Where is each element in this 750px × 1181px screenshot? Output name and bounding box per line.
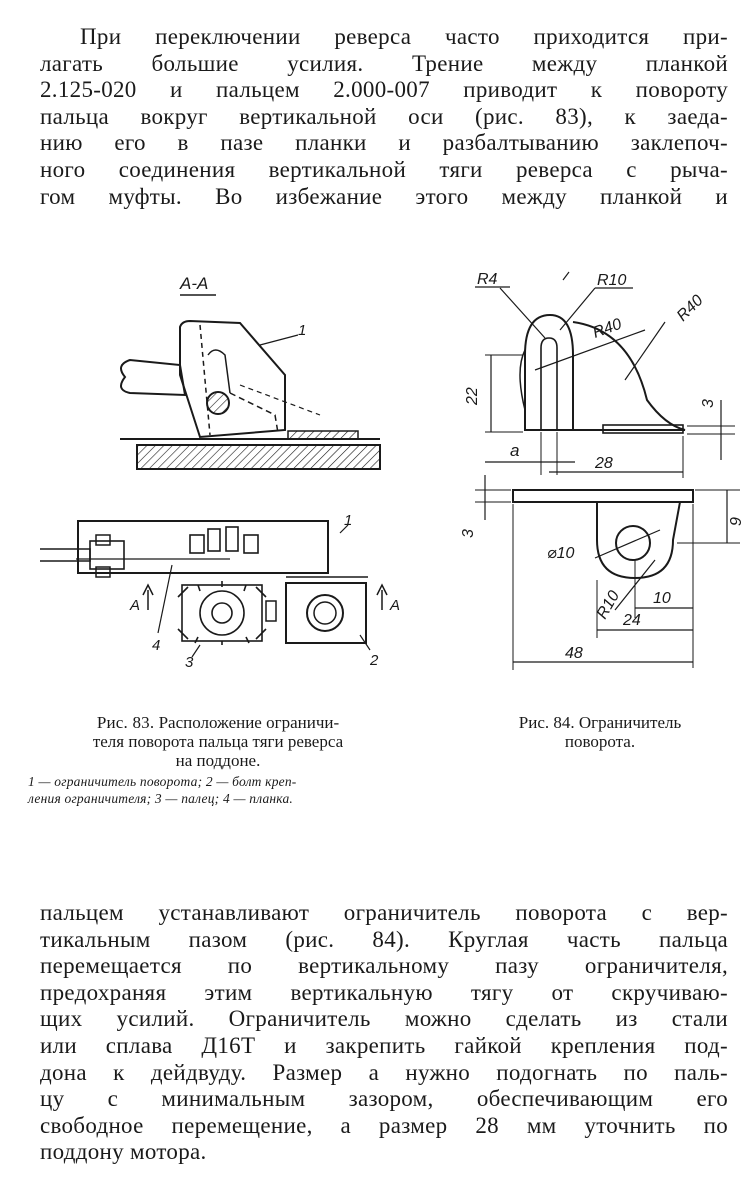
body-paragraph-top: При переключении реверса часто приходитс… bbox=[40, 24, 728, 210]
dim-diameter-10: ⌀10 bbox=[547, 545, 575, 562]
text-line: пальца вокруг вертикальной оси (рис. 83)… bbox=[40, 103, 728, 129]
text-line: пальцем устанавливают ограничитель повор… bbox=[40, 900, 728, 925]
legend-line: 1 — ограничитель поворота; 2 — болт креп… bbox=[28, 774, 297, 789]
callout-4: 4 bbox=[152, 637, 160, 654]
dim-3-left: 3 bbox=[460, 529, 477, 538]
figure-83-legend: 1 — ограничитель поворота; 2 — болт креп… bbox=[28, 773, 408, 807]
text-line: гом муфты. Во избежание этого между план… bbox=[40, 183, 728, 209]
text-line: лагать большие усилия. Трение между план… bbox=[40, 50, 728, 76]
callout-3: 3 bbox=[185, 654, 194, 671]
body-paragraph-bottom: пальцем устанавливают ограничитель повор… bbox=[40, 900, 728, 1166]
text-line: свободное перемещение, а размер 28 мм ут… bbox=[40, 1112, 728, 1138]
callout-1: 1 bbox=[344, 512, 352, 529]
figure-84-drawing: R4 R10 R40 R40 22 3 a 28 3 bbox=[455, 260, 745, 690]
dim-22: 22 bbox=[464, 387, 481, 406]
text-line: цу с минимальным зазором, обеспечивающим… bbox=[40, 1086, 728, 1112]
caption-number: Рис. 83. bbox=[96, 713, 155, 732]
figure-83-drawing: А-А 1 bbox=[30, 265, 404, 685]
callout-2: 2 bbox=[369, 652, 379, 669]
caption-text: теля поворота пальца тяги реверса bbox=[92, 732, 344, 751]
dim-28: 28 bbox=[594, 455, 613, 472]
text-line: поддону мотора. bbox=[40, 1139, 207, 1165]
dim-a: a bbox=[510, 441, 519, 460]
text-line: перемещается по вертикальному пазу огран… bbox=[40, 953, 728, 979]
text-line: 2.125-020 и пальцем 2.000-007 приводит к… bbox=[40, 77, 728, 103]
text-line: щих усилий. Ограничитель можно сделать и… bbox=[40, 1006, 728, 1032]
figure-84-caption: Рис. 84. Ограничитель поворота. bbox=[460, 713, 740, 751]
dim-r4: R4 bbox=[477, 271, 498, 288]
text-line: ного соединения вертикальной тяги реверс… bbox=[40, 156, 728, 182]
arrow-label-a-left: А bbox=[129, 597, 140, 614]
dim-3-right: 3 bbox=[700, 399, 717, 408]
dim-9: 9 bbox=[728, 517, 745, 526]
section-label: А-А bbox=[179, 274, 208, 293]
text-line: дона к дейдвуду. Размер a нужно подогнат… bbox=[40, 1059, 728, 1085]
arrow-label-a-right: А. bbox=[389, 597, 400, 614]
text-line: или сплава Д16Т и закрепить гайкой крепл… bbox=[40, 1032, 728, 1058]
callout-1: 1 bbox=[298, 322, 306, 339]
caption-text: на поддоне. bbox=[175, 751, 261, 770]
dim-r40-outer: R40 bbox=[674, 292, 707, 325]
caption-number: Рис. 84. bbox=[518, 713, 575, 732]
figure-83-caption: Рис. 83. Расположение ограничи- теля пов… bbox=[28, 713, 408, 807]
text-line: При переключении реверса часто приходитс… bbox=[80, 24, 728, 49]
legend-line: ления ограничителя; 3 — палец; 4 — планк… bbox=[28, 791, 293, 806]
dim-24: 24 bbox=[622, 612, 641, 629]
caption-text: Расположение ограничи- bbox=[158, 713, 340, 732]
caption-text: поворота. bbox=[564, 732, 636, 751]
dim-r40-inner: R40 bbox=[591, 316, 624, 342]
dim-48: 48 bbox=[565, 645, 583, 662]
dim-10: 10 bbox=[653, 590, 671, 607]
text-line: предохраняя этим вертикальную тягу от ск… bbox=[40, 979, 728, 1005]
text-line: нию его в пазе планки и разбалтыванию за… bbox=[40, 130, 728, 156]
text-line: тикальным пазом (рис. 84). Круглая часть… bbox=[40, 926, 728, 952]
dim-r10-top: R10 bbox=[597, 272, 626, 289]
caption-text: Ограничитель bbox=[578, 713, 682, 732]
